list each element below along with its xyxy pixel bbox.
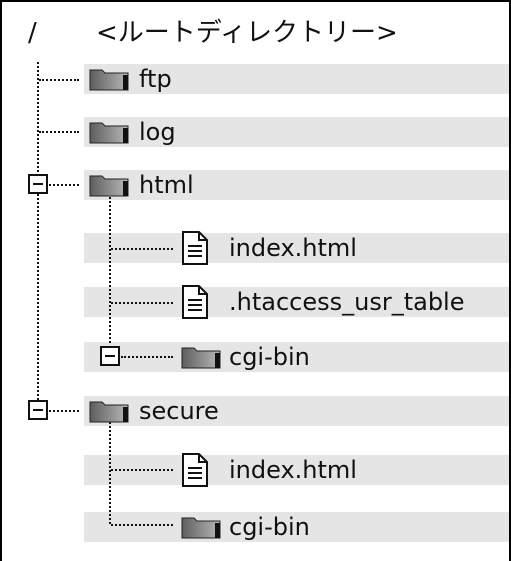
folder-icon [89,122,129,144]
tree-connector-html [109,197,111,343]
folder-label[interactable]: secure [139,397,219,425]
folder-icon [181,517,221,539]
folder-icon [89,69,129,91]
collapse-toggle-html[interactable] [28,174,48,194]
folder-label[interactable]: html [139,171,194,199]
tree-connector-secure [109,422,111,524]
tree-connector [111,248,173,250]
tree-connector [49,410,79,412]
collapse-toggle-cgi-bin[interactable] [100,346,120,366]
file-label[interactable]: .htaccess_usr_table [229,288,465,316]
file-icon [182,231,208,265]
file-label[interactable]: index.html [229,234,357,262]
collapse-toggle-secure[interactable] [28,400,48,420]
folder-icon [89,401,129,423]
file-icon [182,453,208,487]
folder-icon [181,347,221,369]
tree-connector [121,356,173,358]
tree-connector-root [37,62,39,412]
root-directory-label: <ルートディレクトリー> [96,18,398,48]
row-background [84,117,509,147]
tree-connector [39,79,79,81]
row-background [84,170,509,200]
folder-label[interactable]: cgi-bin [229,343,310,371]
row-background [84,512,509,542]
folder-label[interactable]: log [139,118,176,146]
tree-connector [111,302,173,304]
folder-label[interactable]: cgi-bin [229,513,310,541]
folder-label[interactable]: ftp [139,65,172,93]
folder-icon [89,175,129,197]
tree-connector [111,469,173,471]
tree-connector [111,524,173,526]
tree-connector [49,184,79,186]
file-icon [182,285,208,319]
row-background [84,64,509,94]
root-slash: / [28,18,37,48]
tree-connector [39,131,79,133]
row-background [84,396,509,426]
file-label[interactable]: index.html [229,456,357,484]
